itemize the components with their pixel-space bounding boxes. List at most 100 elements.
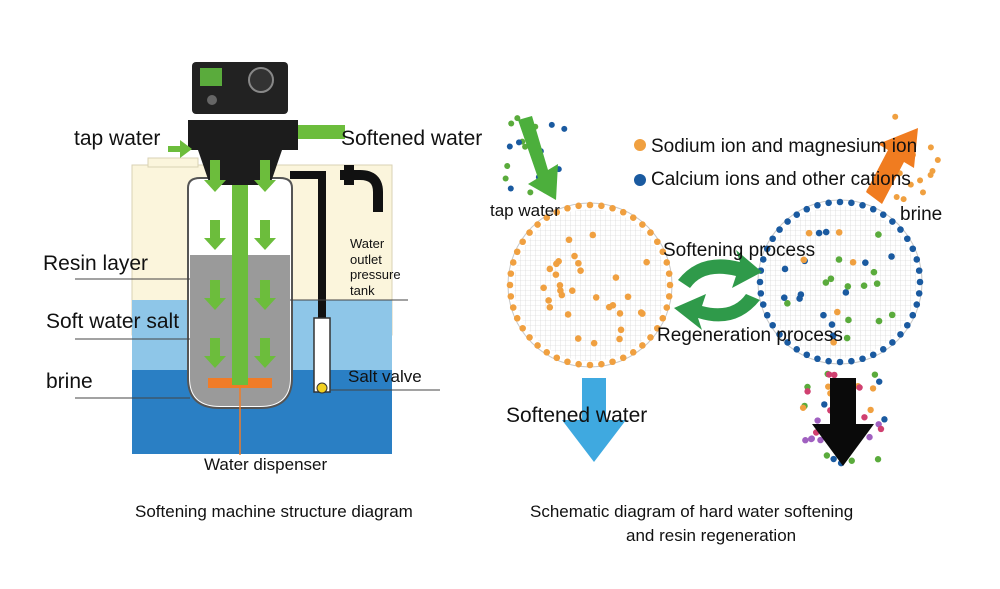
ion-particle bbox=[869, 385, 877, 392]
ion-particle bbox=[639, 310, 646, 317]
ion-particle bbox=[867, 406, 874, 414]
ion-particle bbox=[663, 259, 671, 266]
ion-particle bbox=[784, 299, 791, 307]
ion-particle bbox=[619, 208, 627, 216]
ion-particle bbox=[859, 201, 866, 209]
ion-particle bbox=[836, 198, 844, 206]
brine-well-tube bbox=[313, 317, 331, 393]
salt-valve-label: Salt valve bbox=[348, 367, 422, 386]
ion-particle bbox=[639, 342, 646, 349]
soft-water-salt-label: Soft water salt bbox=[46, 310, 180, 333]
ion-particle bbox=[575, 259, 582, 267]
ion-particle bbox=[624, 293, 632, 301]
softened-water-arrow bbox=[562, 378, 626, 462]
ion-particle bbox=[546, 304, 554, 311]
ion-particle bbox=[843, 334, 851, 342]
ion-particle bbox=[543, 349, 551, 356]
ion-particle bbox=[869, 351, 877, 359]
ion-particle bbox=[866, 433, 873, 441]
ion-particle bbox=[548, 121, 555, 128]
ion-particle bbox=[616, 310, 624, 317]
ion-particle bbox=[889, 218, 896, 225]
tap-water-inlet-arrow bbox=[168, 140, 192, 158]
ion-particle bbox=[545, 297, 552, 304]
ion-particle bbox=[527, 189, 534, 196]
ion-particle bbox=[552, 271, 560, 278]
ion-particle bbox=[784, 339, 791, 346]
ion-particle bbox=[543, 214, 551, 221]
ion-particle bbox=[828, 321, 836, 328]
ion-particle bbox=[825, 371, 833, 378]
ion-particle bbox=[814, 355, 821, 363]
ion-particle bbox=[665, 293, 673, 300]
ion-particle bbox=[874, 456, 882, 463]
ion-particle bbox=[793, 346, 801, 353]
ion-particle bbox=[659, 314, 667, 322]
ion-particle bbox=[897, 331, 904, 338]
ion-particle bbox=[577, 267, 584, 274]
ion-particle bbox=[568, 287, 576, 295]
right-resin-bead bbox=[756, 198, 924, 366]
ion-particle bbox=[513, 248, 521, 256]
ion-particle bbox=[927, 144, 934, 151]
ion-particle bbox=[556, 281, 564, 289]
ion-particle bbox=[513, 314, 521, 322]
ion-particle bbox=[803, 351, 811, 359]
ion-particle bbox=[507, 185, 514, 192]
ion-particle bbox=[553, 208, 561, 216]
central-pipe bbox=[232, 140, 248, 385]
ion-particle bbox=[825, 383, 832, 390]
ion-particle bbox=[873, 280, 881, 287]
ion-particle bbox=[665, 270, 673, 277]
ion-particle bbox=[916, 278, 924, 286]
ion-particle bbox=[565, 236, 573, 244]
ion-particle bbox=[820, 311, 827, 319]
ion-particle bbox=[915, 267, 923, 274]
ion-particle bbox=[904, 235, 911, 243]
ion-particle bbox=[927, 171, 934, 178]
ion-particle bbox=[757, 290, 765, 297]
ion-particle bbox=[515, 139, 522, 146]
resin-layer-label: Resin layer bbox=[43, 252, 149, 275]
blue-dot-icon bbox=[634, 174, 646, 186]
ion-particle bbox=[589, 231, 597, 239]
ion-particle bbox=[763, 311, 771, 319]
tank-outlet-elbow bbox=[340, 170, 383, 212]
tank-top-tab bbox=[147, 157, 199, 168]
ion-particle bbox=[822, 228, 830, 236]
ion-particle bbox=[800, 256, 808, 264]
ion-particle bbox=[647, 229, 654, 236]
ion-particle bbox=[574, 335, 582, 342]
ion-particle bbox=[860, 282, 868, 290]
ion-particle bbox=[836, 358, 844, 366]
ion-particle bbox=[555, 258, 562, 265]
ion-particle bbox=[888, 253, 895, 260]
ion-particle bbox=[759, 256, 767, 263]
ion-particle bbox=[793, 211, 801, 218]
ion-particle bbox=[825, 357, 832, 365]
ion-particle bbox=[897, 226, 904, 233]
flow-arrows bbox=[204, 160, 276, 368]
ion-particle bbox=[643, 258, 650, 266]
ion-particle bbox=[869, 205, 877, 213]
ion-particle bbox=[586, 361, 594, 369]
ion-particle bbox=[842, 289, 850, 296]
ion-particle bbox=[564, 311, 572, 318]
tap-water-schematic-label: tap water bbox=[490, 201, 560, 220]
ion-particle bbox=[509, 304, 517, 311]
ion-particle bbox=[881, 416, 888, 423]
ion-particle bbox=[835, 256, 843, 263]
ion-particle bbox=[619, 354, 627, 362]
ion-particle bbox=[575, 202, 582, 210]
ion-particle bbox=[776, 226, 783, 233]
ion-particle bbox=[907, 181, 914, 188]
ion-particle bbox=[639, 221, 646, 228]
ion-particle bbox=[759, 301, 767, 308]
ion-particle bbox=[605, 303, 613, 311]
ion-particle bbox=[519, 324, 526, 332]
softening-cycle-arrow bbox=[678, 250, 762, 288]
ion-particle bbox=[919, 189, 926, 196]
ion-particle bbox=[831, 371, 838, 379]
